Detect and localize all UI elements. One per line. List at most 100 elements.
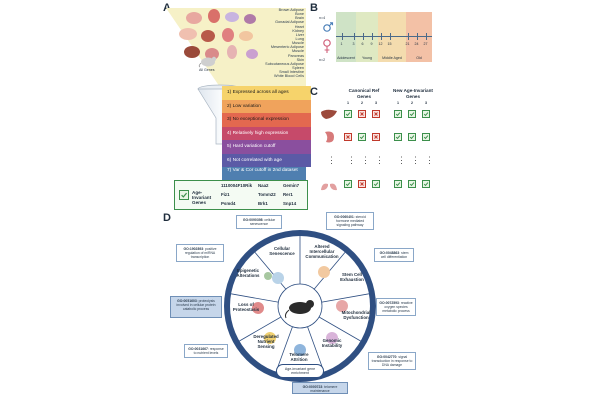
column-number: 1 — [397, 101, 399, 105]
tissue-item: Heart — [294, 24, 304, 29]
hallmark-label: Altered Intercellular Communication — [305, 244, 339, 259]
go-term-id: GO:0000723 — [302, 384, 323, 389]
go-term-id: GO:0060401 — [334, 214, 354, 219]
gene-name: Gemin7 — [283, 183, 300, 188]
go-term-text: cellular senescence — [249, 217, 276, 226]
tissue-list: Brown Adipose Bone Brain Gonadal Adipose… — [252, 8, 304, 78]
age-label: 21 — [405, 42, 410, 46]
kidney-icon — [325, 131, 334, 143]
tissue-item: Mesenteric Adipose — [270, 45, 304, 50]
age-label: 12 — [378, 42, 383, 46]
stage-label: Old — [416, 56, 422, 60]
age-label: 15 — [387, 42, 392, 46]
go-term-text: reactive oxygen species metabolic proces… — [382, 300, 413, 313]
filter-step: 6) Not correlated with age — [222, 153, 311, 167]
gene-name: 1110004F10Rik — [221, 183, 253, 188]
cross-icon — [344, 133, 352, 141]
age-label: 3 — [352, 42, 355, 46]
hallmark-label: Stem Cell Exhaustion — [340, 272, 364, 282]
hallmarks-wheel — [224, 230, 376, 382]
tissue-item: Gonadal Adipose — [275, 20, 304, 25]
go-term-box: GO:0048863: stem cell differentiation — [374, 248, 414, 262]
age-tick — [408, 33, 409, 40]
go-term-box: GO:0090398: cellular senescence — [236, 215, 282, 229]
cross-icon — [372, 110, 380, 118]
check-icon — [422, 133, 430, 141]
go-term-id: GO:1902893 — [183, 246, 204, 251]
hallmark-label: Cellular Senescence — [269, 246, 295, 256]
check-icon — [179, 190, 189, 200]
filter-step: 5) Hard variation cutoff — [222, 140, 311, 154]
check-grid — [344, 110, 436, 200]
filter-step: 3) No exceptional expression — [222, 113, 311, 127]
hallmark-label: Genomic Instability — [321, 338, 343, 348]
age-label: 24 — [414, 42, 419, 46]
tissue-item: Spleen — [292, 65, 304, 70]
column-number: 3 — [425, 101, 427, 105]
row-ellipsis: ⋮ — [397, 155, 406, 165]
check-icon — [344, 110, 352, 118]
stage-band — [378, 12, 406, 62]
check-icon — [422, 110, 430, 118]
row-ellipsis: ⋮ — [411, 155, 420, 165]
tissue-item: Small Intestine — [279, 70, 304, 75]
tissue-item: Lung — [295, 36, 304, 41]
go-term-text: telomere maintenance — [310, 384, 338, 393]
tissue-item: Skin — [296, 57, 304, 62]
panel-d-letter: D — [163, 212, 171, 224]
enrichment-caption: Age-invariant gene enrichment — [276, 364, 324, 378]
row-ellipsis: ⋮ — [375, 155, 384, 165]
go-term-id: GO:0072593 — [379, 300, 399, 305]
age-tick — [342, 33, 343, 40]
go-term-id: GO:0090398 — [242, 217, 263, 222]
go-term-box: GO:1902893: positive regulation of miRNA… — [176, 244, 224, 262]
go-term-text: signal transduction in response to DNA d… — [371, 354, 413, 367]
canonical-ref-header: Canonical Ref Genes — [348, 88, 380, 99]
tissue-item: Muscle — [291, 49, 304, 54]
age-label: 6 — [361, 42, 364, 46]
panel-b-letter: B — [310, 2, 318, 14]
column-number: 1 — [347, 101, 349, 105]
tissue-item: Brain — [295, 16, 304, 21]
hallmark-label: Epigenetic Alterations — [236, 268, 260, 278]
filter-steps: 1) Expressed across all ages 2) Low vari… — [222, 86, 311, 181]
column-number: 3 — [375, 101, 377, 105]
go-term-id: GO:0051603 — [177, 298, 197, 303]
timeline-axis — [336, 36, 432, 37]
go-term-id: GO:0031667 — [188, 346, 208, 351]
stage-band — [356, 12, 378, 62]
hallmark-label: Loss of Proteostasis — [232, 302, 260, 312]
lung-icon — [321, 179, 337, 191]
tissue-item: White Blood Cells — [274, 74, 304, 79]
check-icon — [422, 180, 430, 188]
filter-step: 2) Low variation — [222, 99, 311, 113]
age-timeline: Adolescent Young Middle Aged Old — [336, 12, 432, 62]
stage-band — [336, 12, 356, 62]
stage-label: Middle Aged — [382, 56, 402, 60]
cross-icon — [372, 133, 380, 141]
filter-step: 7) Var & Cor cutoff in 2nd dataset — [222, 167, 306, 181]
cross-icon — [358, 110, 366, 118]
row-ellipsis: ⋮ — [425, 155, 434, 165]
panel-c-letter: C — [310, 86, 318, 98]
filter-step: 1) Expressed across all ages — [222, 86, 311, 100]
row-ellipsis: ⋮ — [361, 155, 370, 165]
age-label: 27 — [423, 42, 428, 46]
enrichment-caption-text: Age-invariant gene enrichment — [284, 366, 316, 375]
stage-label: Young — [361, 56, 373, 60]
check-icon — [394, 110, 402, 118]
stage-label: Adolescent — [337, 56, 355, 60]
cross-icon — [358, 180, 366, 188]
go-term-text: steroid hormone mediated signaling pathw… — [335, 214, 366, 227]
age-tick — [390, 33, 391, 40]
liver-icon — [321, 109, 337, 119]
hallmark-label: Telomere Attrition — [289, 352, 309, 362]
tissue-item: Brown Adipose — [278, 8, 304, 12]
go-term-box: GO:0000723: telomere maintenance — [292, 382, 348, 394]
age-tick — [381, 33, 382, 40]
age-tick — [363, 33, 364, 40]
check-icon — [408, 133, 416, 141]
check-icon — [408, 180, 416, 188]
go-term-text: response to nutrient levels — [193, 346, 224, 355]
go-term-id: GO:0048863 — [379, 250, 400, 255]
